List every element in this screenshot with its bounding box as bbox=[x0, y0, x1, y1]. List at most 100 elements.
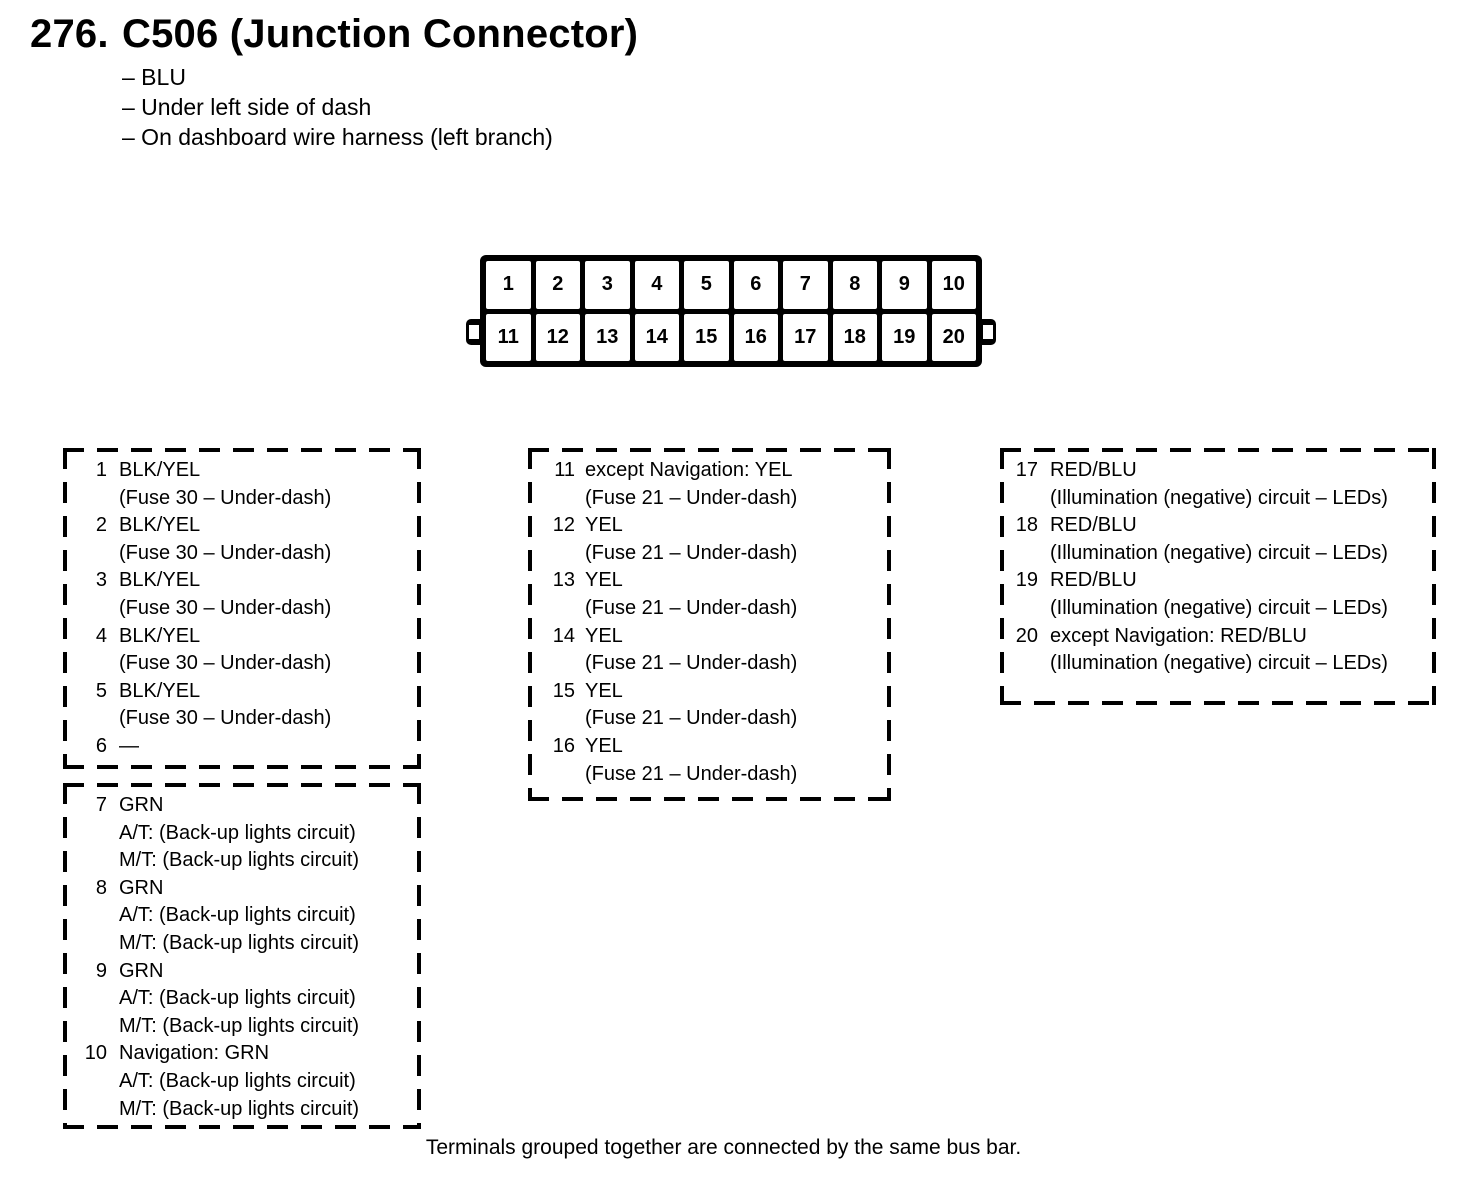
pin-description-line: BLK/YEL bbox=[119, 679, 201, 702]
pin-description-line: (Fuse 21 – Under-dash) bbox=[585, 762, 798, 785]
pin-description-line: (Fuse 21 – Under-dash) bbox=[585, 541, 798, 564]
pin-description-line: YEL bbox=[585, 624, 623, 647]
pin-entry-17: 17 RED/BLU (Illumination (negative) circui… bbox=[1000, 457, 1430, 512]
pin-description-line: (Fuse 21 – Under-dash) bbox=[585, 652, 798, 675]
pin-number: 5 bbox=[95, 679, 107, 702]
connector-tab-right-slot bbox=[983, 325, 993, 339]
pin-description-line: (Fuse 21 – Under-dash) bbox=[585, 596, 798, 619]
pin-description-line: Navigation: GRN bbox=[119, 1042, 270, 1065]
connector-pin-13: 13 bbox=[585, 313, 630, 361]
connector-pin-2: 2 bbox=[535, 261, 580, 309]
connector-pin-17: 17 bbox=[783, 313, 828, 361]
pin-description: BLK/YEL(Fuse 30 – Under-dash) bbox=[119, 678, 331, 733]
connector-pin-19: 19 bbox=[882, 313, 927, 361]
pin-description: BLK/YEL(Fuse 30 – Under-dash) bbox=[119, 512, 331, 567]
connector-pin-16: 16 bbox=[733, 313, 778, 361]
pin-description: BLK/YEL(Fuse 30 – Under-dash) bbox=[119, 623, 331, 678]
pin-entry-19: 19 RED/BLU (Illumination (negative) circui… bbox=[1000, 567, 1430, 622]
pin-description: YEL(Fuse 21 – Under-dash) bbox=[585, 512, 797, 567]
pin-description-line: A/T: (Back-up lights circuit) bbox=[119, 987, 356, 1010]
pin-number: 8 bbox=[95, 876, 107, 899]
bullet-color: – BLU bbox=[122, 64, 186, 90]
pin-description: RED/BLU (Illumination (negative) circuit … bbox=[1050, 567, 1388, 622]
pin-entry-6: 6— bbox=[63, 733, 415, 761]
pin-description: YEL(Fuse 21 – Under-dash) bbox=[585, 678, 797, 733]
pin-description-line: M/T: (Back-up lights circuit) bbox=[119, 1014, 360, 1037]
connector-details: – BLU – Under left side of dash – On das… bbox=[122, 62, 553, 152]
connector-pin-5: 5 bbox=[684, 261, 729, 309]
title-text: C506 (Junction Connector) bbox=[122, 12, 639, 56]
pin-description: RED/BLU (Illumination (negative) circuit … bbox=[1050, 457, 1388, 512]
pin-description-line: BLK/YEL bbox=[119, 569, 201, 592]
pin-description-line: RED/BLU bbox=[1050, 459, 1137, 481]
pin-description-line: (Fuse 30 – Under-dash) bbox=[119, 486, 332, 509]
bullet-location: – Under left side of dash bbox=[122, 94, 372, 120]
pin-number: 11 bbox=[554, 459, 575, 481]
pin-number: 9 bbox=[95, 959, 107, 982]
connector-tab-left-slot bbox=[469, 325, 479, 339]
pin-number: 18 bbox=[1015, 514, 1038, 537]
pin-description: BLK/YEL (Fuse 30 – Under-dash) bbox=[119, 457, 331, 512]
pin-number: 19 bbox=[1015, 569, 1038, 592]
pin-description-line: BLK/YEL bbox=[119, 624, 201, 647]
pin-description-line: M/T: (Back-up lights circuit) bbox=[119, 931, 360, 954]
pin-description: except Navigation: RED/BLU (Illumination … bbox=[1050, 623, 1388, 678]
connector-pin-3: 3 bbox=[585, 261, 630, 309]
pin-description-line: YEL bbox=[585, 734, 623, 757]
connector-pin-10: 10 bbox=[931, 261, 976, 309]
connector-pin-8: 8 bbox=[832, 261, 877, 309]
pin-number: 1 bbox=[95, 459, 107, 481]
pin-entry-18: 18 RED/BLU(Illumination (negative) circui… bbox=[1000, 512, 1430, 567]
pin-number: 17 bbox=[1015, 459, 1038, 481]
pin-description-line: GRN bbox=[119, 794, 164, 816]
pin-description-line: A/T: (Back-up lights circuit) bbox=[119, 821, 356, 844]
pin-description-line: except Navigation: RED/BLU bbox=[1050, 624, 1307, 647]
pin-number: 2 bbox=[95, 514, 107, 537]
pin-description-line: RED/BLU bbox=[1050, 569, 1137, 592]
connector-tab-left bbox=[466, 319, 486, 345]
pin-description-line: BLK/YEL bbox=[119, 459, 201, 481]
pin-description-line: (Illumination (negative) circuit – LEDs) bbox=[1050, 596, 1388, 619]
pin-number: 16 bbox=[552, 734, 575, 757]
pin-description: BLK/YEL(Fuse 30 – Under-dash) bbox=[119, 567, 331, 622]
connector-pin-15: 15 bbox=[684, 313, 729, 361]
section-number: 276. bbox=[30, 12, 109, 56]
pin-description-line: (Illumination (negative) circuit – LEDs) bbox=[1050, 652, 1388, 675]
pin-description-line: (Fuse 30 – Under-dash) bbox=[119, 541, 332, 564]
page-title: 276. C506 (Junction Connector) bbox=[30, 12, 638, 57]
pin-description-line: (Illumination (negative) circuit – LEDs) bbox=[1050, 486, 1388, 509]
footer-note: Terminals grouped together are connected… bbox=[425, 1136, 1022, 1159]
pin-description: YEL (Fuse 21 – Under-dash) bbox=[585, 567, 797, 622]
pin-description: RED/BLU(Illumination (negative) circuit … bbox=[1050, 512, 1388, 567]
connector-pin-9: 9 bbox=[882, 261, 927, 309]
pin-entry-2: 2 BLK/YEL(Fuse 30 – Under-dash) bbox=[63, 512, 415, 567]
pin-number: 4 bbox=[95, 624, 107, 647]
pin-entry-4: 4 BLK/YEL(Fuse 30 – Under-dash) bbox=[63, 623, 415, 678]
pin-number: 7 bbox=[95, 794, 107, 816]
pin-description-line: YEL bbox=[585, 569, 623, 592]
connector-pin-11: 11 bbox=[486, 313, 531, 361]
connector-pin-14: 14 bbox=[634, 313, 679, 361]
pin-entry-5: 5 BLK/YEL(Fuse 30 – Under-dash) bbox=[63, 678, 415, 733]
pin-description-line: RED/BLU bbox=[1050, 514, 1137, 537]
connector-pin-20: 20 bbox=[931, 313, 976, 361]
pin-number: 6 bbox=[95, 734, 107, 757]
pin-entry-14: 14 YEL (Fuse 21 – Under-dash) bbox=[528, 623, 885, 678]
pin-description-line: — bbox=[119, 734, 139, 757]
pin-number: 14 bbox=[552, 624, 575, 647]
